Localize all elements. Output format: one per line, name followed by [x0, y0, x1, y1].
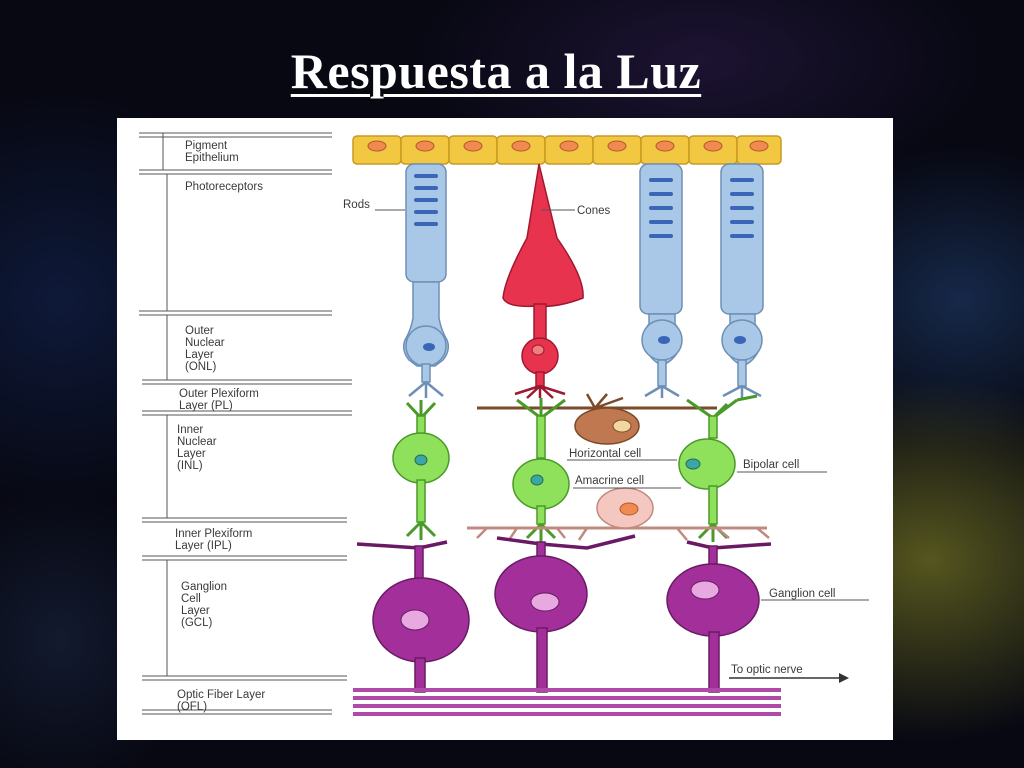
layer-scale [139, 132, 352, 715]
ganglion-cell-2 [494, 534, 636, 693]
optic-fiber-layer [353, 688, 781, 716]
callout-ganglion-cell: Ganglion cell [769, 588, 835, 600]
label-ganglion-cell-layer: Ganglion Cell Layer (GCL) [181, 581, 230, 629]
retina-diagram-svg: Pigment Epithelium Photoreceptors Outer … [139, 132, 869, 716]
callout-cones: Cones [577, 205, 610, 217]
retina-diagram: Pigment Epithelium Photoreceptors Outer … [117, 118, 893, 740]
rod-cell-2 [639, 163, 683, 398]
label-inner-plexiform-layer: Inner Plexiform Layer (IPL) [175, 528, 256, 552]
bipolar-cell-1 [392, 400, 450, 540]
horizontal-cell [477, 393, 717, 445]
bipolar-cell-2 [512, 398, 570, 542]
callout-optic-nerve: To optic nerve [731, 664, 803, 676]
rod-cell-3 [720, 163, 764, 398]
callout-amacrine-cell: Amacrine cell [575, 475, 644, 487]
rod-cell-1 [402, 163, 450, 398]
optic-nerve-arrow [729, 673, 849, 683]
label-outer-plexiform-layer: Outer Plexiform Layer (PL) [179, 388, 262, 412]
callout-rods: Rods [343, 199, 370, 211]
label-inner-nuclear-layer: Inner Nuclear Layer (INL) [177, 424, 220, 472]
label-pigment-epithelium: Pigment Epithelium [185, 140, 239, 164]
label-photoreceptors: Photoreceptors [185, 181, 263, 193]
callout-bipolar-cell: Bipolar cell [743, 459, 799, 471]
slide-title: Respuesta a la Luz [290, 43, 702, 99]
pigment-epithelium [352, 135, 782, 165]
label-outer-nuclear-layer: Outer Nuclear Layer (ONL) [185, 325, 228, 373]
callout-lines [375, 209, 869, 601]
cone-cell [502, 163, 584, 399]
ganglion-cell-3 [666, 540, 772, 693]
callout-horizontal-cell: Horizontal cell [569, 448, 641, 460]
bipolar-cell-3 [678, 394, 758, 542]
label-optic-fiber-layer: Optic Fiber Layer (OFL) [177, 689, 268, 713]
amacrine-cell [467, 487, 770, 541]
